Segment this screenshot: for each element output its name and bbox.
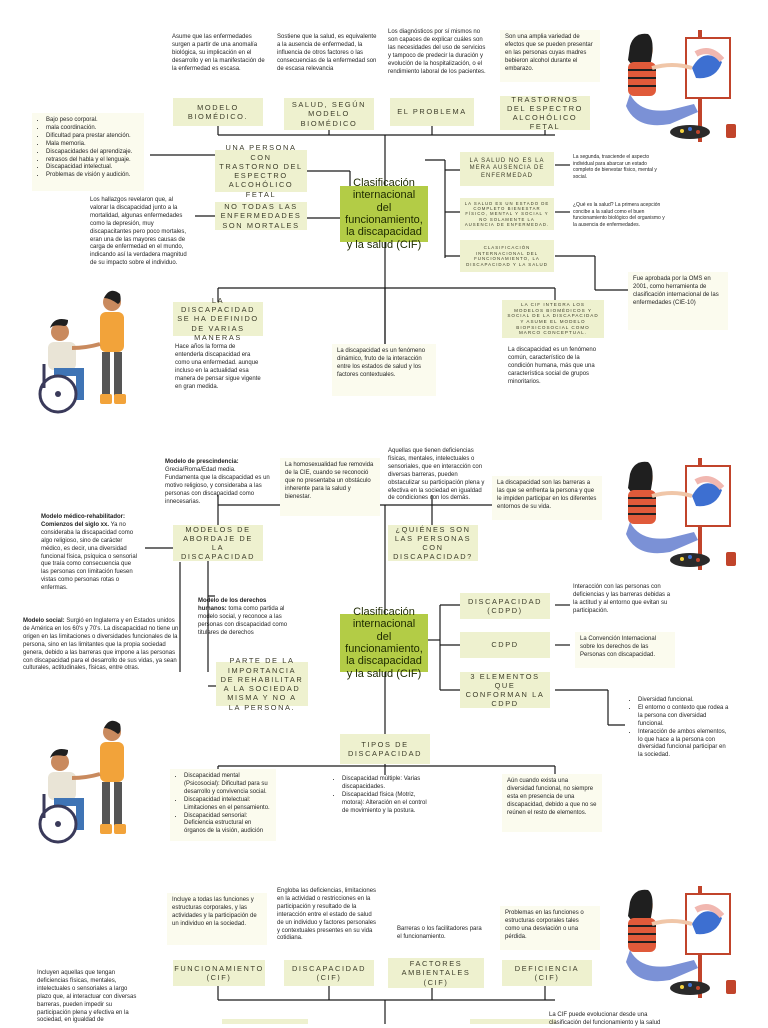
note-el-problema: Los diagnósticos por sí mismos no son ca… xyxy=(388,29,486,75)
element-item: Diversidad funcional. xyxy=(638,697,731,705)
note-barreras-facilitadores: Barreras o los facilitadores para el fun… xyxy=(397,926,482,940)
note-funcionamiento: Incluye a todas las funciones y estructu… xyxy=(167,893,267,945)
symptom-item: Problemas de visión y audición. xyxy=(46,172,139,180)
type-item: Discapacidad mental (Psicosocial): Dific… xyxy=(184,773,271,797)
note-fenomeno-dinamico: La discapacidad es un fenómeno dinámico,… xyxy=(332,344,436,396)
type-item: Discapacidad intelectual: Limitaciones e… xyxy=(184,797,271,813)
derechos-title: Modelo de los derechos humanos: xyxy=(198,598,267,612)
type-item: Discapacidad múltiple: Varias discapacid… xyxy=(342,776,433,792)
prescindencia-title: Modelo de prescindencia: xyxy=(165,459,239,465)
symptom-item: Bajo peso corporal. xyxy=(46,117,139,125)
note-modelo-biomedico: Asume que las enfermedades surgen a part… xyxy=(172,34,265,72)
node-modelo-biomedico: Modelo biomédico. xyxy=(173,98,263,126)
note-modelo-social: Modelo social: Surgió en Inglaterra y en… xyxy=(18,614,188,686)
note-cif-evolucionar: La CIF puede evolucionar desde una clasi… xyxy=(549,1012,661,1026)
node-discapacidad-definido: La discapacidad se ha definido de varias… xyxy=(173,296,263,342)
note-salud-biomedico: Sostiene que la salud, es equivalente a … xyxy=(277,34,377,72)
note-medico-rehabilitador: Modelo médico-rehabilitador: Comienzos d… xyxy=(36,510,144,602)
types-list-left: Discapacidad mental (Psicosocial): Dific… xyxy=(170,769,276,841)
node-cdpd: CDPD xyxy=(460,632,550,658)
painter-illustration xyxy=(626,458,736,570)
node-quienes-son: ¿Quiénes son las personas con discapacid… xyxy=(388,525,478,561)
symptom-item: Discapacidad intelectual. xyxy=(46,164,139,172)
note-primera-acepcion: ¿Qué es la salud? La primera acepción co… xyxy=(573,202,665,228)
symptom-item: Discapacidades del aprendizaje. xyxy=(46,149,139,157)
element-item: Interacción de ambos elementos, lo que h… xyxy=(638,729,731,761)
center-cif-1: Clasificación internacional del funciona… xyxy=(340,177,428,251)
node-salud-estado: La salud es un estado de completo bienes… xyxy=(460,198,554,230)
note-fenomeno-comun: La discapacidad es un fenómeno común, ca… xyxy=(508,347,597,385)
node-deficiencia-cif: Deficiencia (CIF) xyxy=(502,960,592,986)
note-engloba: Engloba las deficiencias, limitaciones e… xyxy=(277,888,377,942)
node-clasificacion: Clasificación internacional del funciona… xyxy=(460,240,554,272)
element-item: El entorno o contexto que rodea a la per… xyxy=(638,705,731,729)
note-aprobada-oms: Fue aprobada por la OMS en 2001, como he… xyxy=(628,272,728,330)
note-derechos-humanos: Modelo de los derechos humanos: toma com… xyxy=(193,594,301,642)
rehabilitador-text: Ya no consideraba la discapacidad como a… xyxy=(41,521,138,592)
node-trastornos: Trastornos del espectro alcohólico fetal xyxy=(500,95,590,131)
type-item: Discapacidad sensorial: Deficiencia estr… xyxy=(184,813,271,837)
painter-illustration xyxy=(626,886,736,998)
node-enfermedades-mortales: No todas las enfermedades son mortales xyxy=(215,202,307,230)
types-list-mid: Discapacidad múltiple: Varias discapacid… xyxy=(328,772,438,822)
wheelchair-illustration xyxy=(38,720,126,844)
node-rehabilitar-sociedad: Parte de la importancia de rehabilitar a… xyxy=(216,656,308,712)
note-incluyen: Incluyen aquellas que tengan deficiencia… xyxy=(37,970,137,1024)
elements-list: Diversidad funcional. El entorno o conte… xyxy=(624,693,736,765)
note-interaccion-cdpd: Interacción con las personas con deficie… xyxy=(573,584,671,614)
note-homosexualidad: La homosexualidad fue removida de la CIE… xyxy=(280,458,380,516)
type-item: Discapacidad física (Motriz, motora): Al… xyxy=(342,792,433,816)
node-tres-elementos: 3 elementos que conforman la CDPD xyxy=(460,672,550,708)
rehabilitador-title: Modelo médico-rehabilitador: Comienzos d… xyxy=(41,514,126,528)
symptoms-list: Bajo peso corporal. mala coordinación. D… xyxy=(32,113,144,191)
note-quienes: Aquellas que tienen deficiencias físicas… xyxy=(388,448,485,502)
note-prescindencia: Modelo de prescindencia: Grecia/Roma/Eda… xyxy=(160,455,275,510)
node-tipos-discapacidad: Tipos de discapacidad xyxy=(340,734,430,764)
prescindencia-text: Grecia/Roma/Edad media. Fundamenta que l… xyxy=(165,466,270,505)
note-barreras: La discapacidad son las barreras a las q… xyxy=(492,476,602,520)
note-segunda-acepcion: La segunda, trasciende el aspecto indivi… xyxy=(573,154,657,180)
social-title: Modelo social: xyxy=(23,618,65,624)
note-hace-anos: Hace años la forma de entenderla discapa… xyxy=(175,344,261,390)
painter-illustration xyxy=(626,30,736,142)
node-salud-biomedico: Salud, según modelo biomédico xyxy=(284,98,374,130)
wheelchair-illustration xyxy=(38,290,126,414)
note-deficiencia: Problemas en las funciones o estructuras… xyxy=(500,906,600,950)
node-discapacidad-cdpd: Discapacidad (CDPD) xyxy=(460,593,550,619)
symptom-item: Mala memoria. xyxy=(46,141,139,149)
note-convencion: La Convención Internacional sobre los de… xyxy=(575,632,675,668)
derechos-text: toma como partida al modelo social, y re… xyxy=(198,605,288,636)
symptom-item: Dificultad para prestar atención. xyxy=(46,133,139,141)
symptom-item: retrasos del habla y el lenguaje. xyxy=(46,157,139,165)
note-hallazgos: Los hallazgos revelaron que, al valorar … xyxy=(90,197,187,267)
note-aun-cuando: Aún cuando exista una diversidad funcion… xyxy=(502,774,602,832)
center-cif-2: Clasificación internacional del funciona… xyxy=(340,606,428,680)
note-trastornos: Son una amplia variedad de efectos que s… xyxy=(500,30,600,82)
node-funcionamiento-cif: Funcionamiento (CIF) xyxy=(173,960,265,986)
node-persona-trastorno: Una persona con trastorno del espectro a… xyxy=(215,143,307,199)
node-el-problema: El problema xyxy=(390,98,474,126)
node-discapacidad-cif: Discapacidad (CIF) xyxy=(284,960,374,986)
social-text: Surgió en Inglaterra y en Estados unidos… xyxy=(23,618,179,672)
node-factores-ambientales: Factores ambientales (CIF) xyxy=(388,958,484,988)
symptom-item: mala coordinación. xyxy=(46,125,139,133)
node-salud-no-ausencia: La salud no es la mera ausencia de enfer… xyxy=(460,152,554,186)
